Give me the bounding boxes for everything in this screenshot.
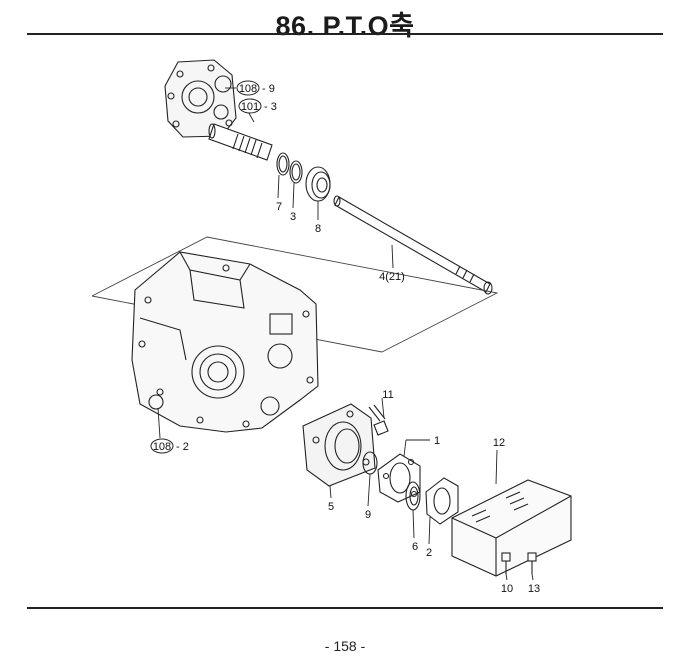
pto-case-5 (302, 403, 376, 487)
part-label-9: 9 (365, 509, 371, 521)
part-label-7: 7 (276, 201, 282, 213)
part-label-8: 8 (315, 223, 321, 235)
front-cover-plate (164, 59, 237, 138)
assembly-outline (91, 236, 499, 353)
callout-108-9: 108 - 9 (236, 80, 275, 96)
bolt-11 (368, 404, 389, 436)
page-number: - 158 - (324, 638, 366, 654)
snap-ring-7 (276, 152, 290, 176)
bolt-13 (527, 552, 537, 574)
callout-ref: 108 (153, 441, 171, 453)
header-rule (27, 33, 663, 35)
callout-suffix: - 9 (262, 83, 275, 95)
callout-suffix: - 3 (264, 101, 277, 113)
bearing-8 (305, 166, 331, 202)
part-label-13: 13 (528, 583, 540, 595)
pto-shaft (333, 195, 493, 295)
gasket-2 (425, 477, 459, 525)
part-label-12: 12 (493, 437, 505, 449)
callout-suffix: - 2 (176, 441, 189, 453)
transmission-housing (131, 251, 319, 433)
part-label-5: 5 (328, 501, 334, 513)
page-title: 86. P.T.O축 (275, 11, 415, 41)
callout-ref: 101 (241, 101, 259, 113)
snap-ring-3 (289, 160, 303, 184)
part-label-3: 3 (290, 211, 296, 223)
callout-101-3: 101 - 3 (238, 98, 277, 114)
part-label-2: 2 (426, 547, 432, 559)
callout-ref: 108 (239, 83, 257, 95)
bolt-10 (501, 552, 511, 574)
part-label-4-21: 4(21) (379, 271, 405, 283)
input-shaft (208, 123, 273, 161)
part-label-11: 11 (382, 389, 393, 401)
pto-cover-12 (451, 479, 572, 577)
part-label-1: 1 (434, 435, 440, 447)
part-label-6: 6 (412, 541, 418, 553)
callout-108-2: 108 - 2 (150, 438, 189, 454)
retainer-flange-1 (377, 453, 421, 503)
part-label-10: 10 (501, 583, 513, 595)
footer-rule (27, 607, 663, 609)
